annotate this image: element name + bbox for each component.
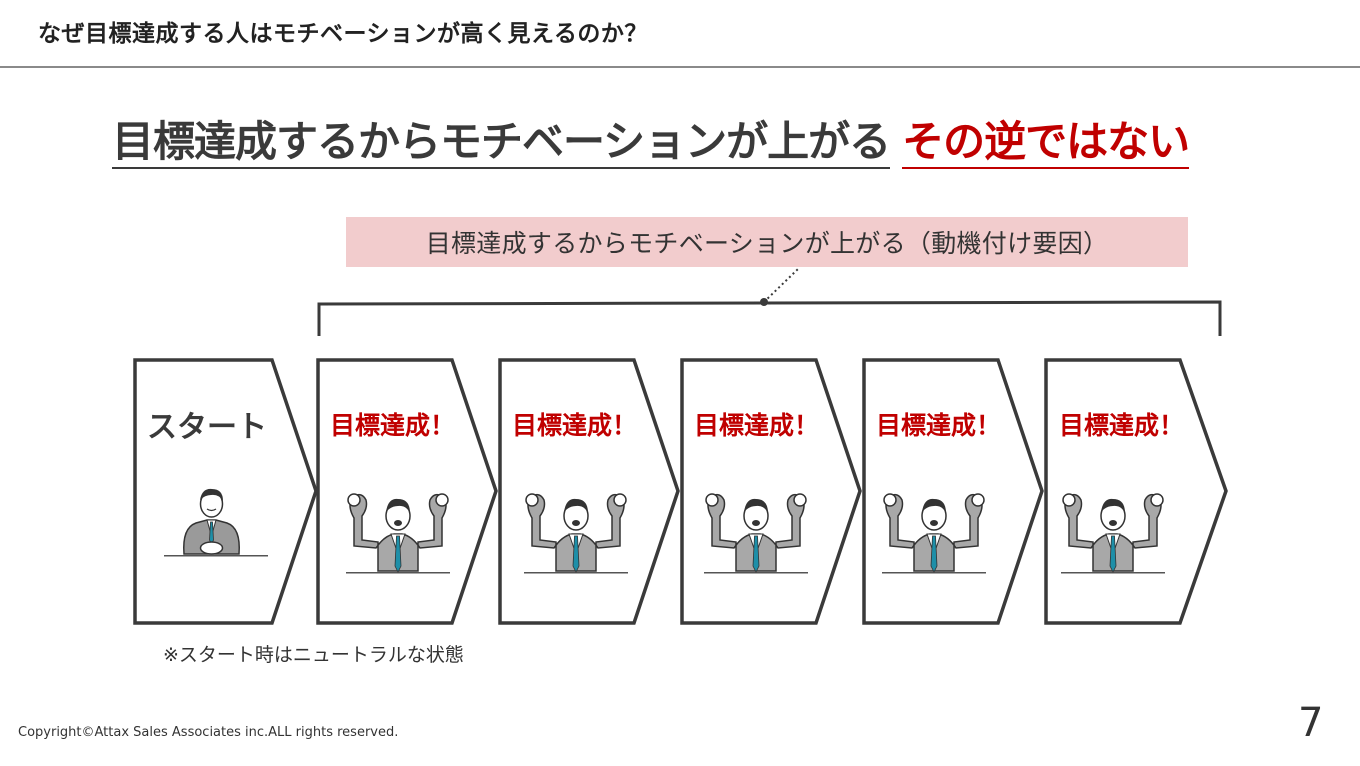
callout-box: 目標達成するからモチベーションが上がる（動機付け要因） [346, 217, 1188, 267]
callout-text: 目標達成するからモチベーションが上がる（動機付け要因） [425, 229, 1109, 258]
chevron-step-1 [316, 358, 498, 625]
headline: 目標達成するからモチベーションが上がるその逆ではない [112, 108, 1190, 169]
chevron-start [133, 358, 318, 625]
copyright-text: Copyright©Attax Sales Associates inc.ALL… [18, 725, 399, 740]
step-label-achieve: 目標達成！ [1059, 411, 1185, 440]
step-label-start: スタート [147, 410, 267, 445]
header-divider [0, 66, 1360, 68]
step-label-achieve: 目標達成！ [330, 411, 456, 440]
chevron-step-3 [680, 358, 862, 625]
chevron-step-5 [1044, 358, 1228, 625]
headline-main: 目標達成するからモチベーションが上がる [112, 117, 891, 169]
slide-header-title: なぜ目標達成する人はモチベーションが高く見えるのか？ [38, 21, 648, 47]
headline-emphasis: その逆ではない [902, 117, 1190, 169]
step-label-achieve: 目標達成！ [876, 411, 1002, 440]
footnote: ※スタート時はニュートラルな状態 [163, 644, 464, 666]
chevron-step-4 [862, 358, 1044, 625]
connector-dot [760, 298, 768, 306]
page-number: 7 [1298, 700, 1324, 746]
brace-bracket [317, 300, 1222, 336]
step-label-achieve: 目標達成！ [694, 411, 820, 440]
callout-connector [763, 268, 799, 303]
chevron-step-2 [498, 358, 680, 625]
step-label-achieve: 目標達成！ [512, 411, 638, 440]
